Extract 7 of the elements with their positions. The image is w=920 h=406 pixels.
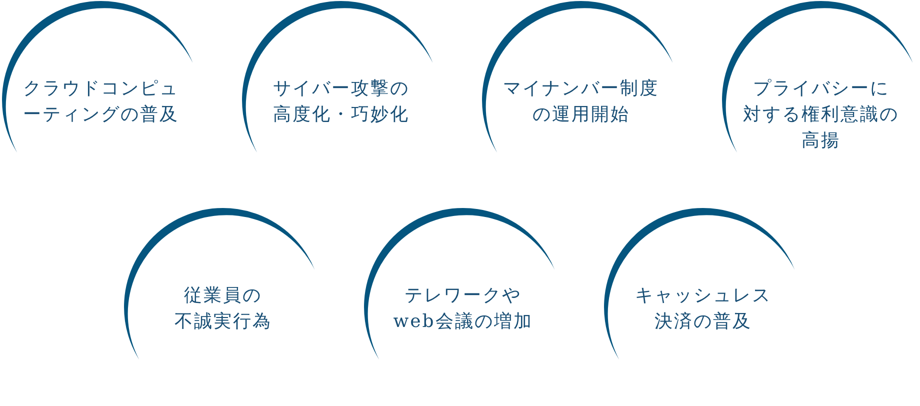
node-label: プライバシーに対する権利意識の高揚 — [743, 77, 899, 153]
node-label: クラウドコンピューティングの普及 — [23, 77, 179, 127]
node-label: マイナンバー制度の運用開始 — [503, 77, 659, 127]
node-label: サイバー攻撃の高度化・巧妙化 — [272, 77, 410, 127]
node-label: 従業員の不誠実行為 — [174, 284, 272, 334]
node-label: キャッシュレス決済の普及 — [634, 284, 772, 334]
node-label: テレワークやweb会議の増加 — [393, 284, 533, 334]
